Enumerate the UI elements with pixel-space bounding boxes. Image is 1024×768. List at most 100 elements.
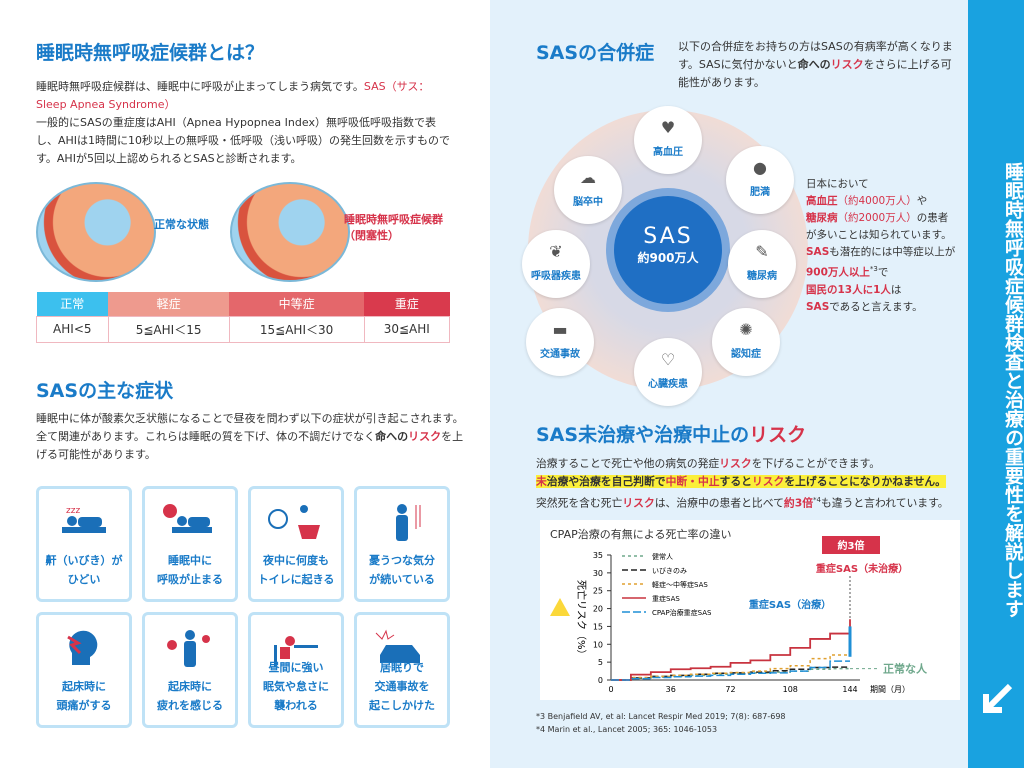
risk-l2: 未 bbox=[536, 475, 547, 488]
normal-annotation: 正常な人 bbox=[883, 662, 928, 676]
symptom-card: 睡眠中に呼吸が止まる bbox=[142, 486, 238, 602]
severity-value: 30≦AHI bbox=[363, 315, 451, 343]
comorbidity-icon: ❦ bbox=[549, 242, 563, 261]
severity-header: 軽症 bbox=[108, 292, 230, 316]
risk-l3: リスク bbox=[622, 496, 655, 510]
symptom-label-line: 鼾（いびき）が bbox=[45, 554, 123, 567]
symptom-label-line: ひどい bbox=[67, 573, 101, 586]
severity-value: 15≦AHI＜30 bbox=[228, 315, 365, 343]
x-tick-label: 72 bbox=[725, 685, 735, 694]
chart-title: CPAP治療の有無による死亡率の違い bbox=[550, 527, 731, 541]
comorbidity-item: ✎ 糖尿病 bbox=[728, 230, 796, 298]
note-text: SAS bbox=[806, 246, 830, 258]
y-tick-label: 0 bbox=[598, 676, 603, 685]
symptom-label: 起床時に頭痛がする bbox=[39, 677, 129, 715]
risk-l1: を下げることができます。 bbox=[751, 457, 881, 470]
risk-l2: すると bbox=[719, 475, 752, 488]
comorbidity-title: SASの合併症 bbox=[536, 42, 655, 64]
badge-bg bbox=[822, 536, 880, 554]
y-tick-label: 20 bbox=[593, 605, 603, 614]
comorbidity-label: 認知症 bbox=[731, 349, 761, 360]
y-tick-label: 25 bbox=[593, 587, 603, 596]
comorbidity-label: 呼吸器疾患 bbox=[531, 271, 581, 282]
severity-header: 重症 bbox=[364, 292, 450, 316]
about-text: 睡眠時無呼吸症候群は、睡眠中に呼吸が止まってしまう病気です。SAS（サス：Sle… bbox=[36, 78, 456, 168]
symptom-label: 睡眠中に呼吸が止まる bbox=[145, 551, 235, 589]
svg-text:zzz: zzz bbox=[66, 506, 80, 516]
comorbidity-label: 心臓疾患 bbox=[648, 379, 688, 390]
symptom-card: 昼間に強い眠気や怠さに襲われる bbox=[248, 612, 344, 728]
symptoms-text: 睡眠中に体が酸素欠乏状態になることで昼夜を問わず以下の症状が引き起こされます。全… bbox=[36, 410, 466, 464]
risk-l3: *4 bbox=[813, 496, 821, 504]
symptom-icon bbox=[268, 505, 320, 539]
symptom-label-line: 眠気や怠さに bbox=[263, 680, 329, 693]
symptom-label-line: 昼間に強い bbox=[268, 661, 324, 674]
life-text: 命への bbox=[797, 58, 831, 71]
arrow-down-left-icon bbox=[983, 683, 1013, 713]
normal-airway-image bbox=[36, 182, 156, 282]
comorbidity-icon: ♥ bbox=[660, 118, 676, 137]
comorbidity-item: ●肥満 bbox=[726, 146, 794, 214]
risk-l3: は、治療中の患者と比べて bbox=[654, 496, 784, 510]
symptom-label-line: 起床時に bbox=[62, 680, 106, 693]
symptom-label: 鼾（いびき）がひどい bbox=[39, 551, 129, 589]
y-tick-label: 15 bbox=[593, 622, 603, 631]
symptoms-p1d: を上げる可能性があります。 bbox=[36, 430, 464, 461]
x-tick-label: 0 bbox=[608, 685, 613, 694]
risk-l3: も違うと言われています。 bbox=[820, 496, 949, 510]
comorbidity-icon: ✎ bbox=[755, 242, 769, 261]
symptom-label-line: 呼吸が止まる bbox=[157, 573, 223, 586]
note-text: も潜在的には中等症以上が bbox=[829, 246, 956, 258]
symptom-label-line: 起こしかけた bbox=[369, 699, 435, 712]
sas-airway-image bbox=[230, 182, 350, 282]
comorbidity-item: ♡心臓疾患 bbox=[634, 338, 702, 406]
y-tick-label: 5 bbox=[598, 658, 603, 667]
note-text: （約2000万人） bbox=[837, 212, 917, 224]
about-title: 睡眠時無呼吸症候群とは？ bbox=[36, 42, 265, 64]
note-text: 国民の13人に1人 bbox=[806, 283, 891, 296]
symptom-icon bbox=[167, 630, 210, 667]
references: *3 Benjafield AV, et al: Lancet Respir M… bbox=[536, 710, 786, 736]
legend-label: 健常人 bbox=[652, 552, 673, 561]
note-text: であると言えます。 bbox=[829, 300, 923, 313]
comorb-p1d: をさらに上げる可能性があります。 bbox=[678, 58, 952, 89]
symptoms-title: SASの主な症状 bbox=[36, 380, 174, 402]
series-line bbox=[611, 619, 851, 681]
comorbidity-item: ✺認知症 bbox=[712, 308, 780, 376]
note-text: や bbox=[916, 195, 928, 207]
symptom-label-line: 夜中に何度も bbox=[263, 554, 329, 567]
comorbidity-item: ▬交通事故 bbox=[526, 308, 594, 376]
symptoms-p1: 睡眠中に体が酸素欠乏状態になることで昼夜を問わず以下の症状が引き起こされます。全… bbox=[36, 412, 464, 443]
comorbidity-label: 脳卒中 bbox=[573, 197, 603, 208]
note-text: の患者が多いことは知られています。 bbox=[806, 212, 952, 241]
symptom-icon bbox=[67, 630, 98, 665]
symptom-icon bbox=[375, 629, 420, 663]
symptom-card: 起床時に疲れを感じる bbox=[142, 612, 238, 728]
reference: *4 Marin et al., Lancet 2005; 365: 1046-… bbox=[536, 725, 718, 734]
reference: *3 Benjafield AV, et al: Lancet Respir M… bbox=[536, 712, 786, 721]
comorbidity-label: 交通事故 bbox=[540, 349, 580, 360]
severity-header: 中等症 bbox=[229, 292, 365, 316]
symptom-label-line: 襲われる bbox=[274, 699, 318, 712]
note-text: SAS bbox=[806, 300, 830, 313]
note-text: *3 bbox=[869, 265, 878, 273]
symptom-card: zzz 鼾（いびき）がひどい bbox=[36, 486, 132, 602]
untreated-annotation: 重症SAS（未治療） bbox=[816, 562, 908, 575]
note-text: 900万人以上 bbox=[806, 266, 870, 279]
severity-header: 正常 bbox=[36, 292, 109, 316]
risk-l2: 治療や治療を自己判断で bbox=[546, 475, 666, 488]
comorbidity-label: 糖尿病 bbox=[747, 271, 777, 282]
comorbidity-icon: ☁ bbox=[580, 168, 596, 187]
note-text: （約4000万人） bbox=[837, 195, 917, 207]
x-tick-label: 36 bbox=[666, 685, 676, 694]
sas-label: 睡眠時無呼吸症候群（閉塞性） bbox=[344, 212, 443, 244]
comorbidity-item: ☁ 脳卒中 bbox=[554, 156, 622, 224]
life-text: 命への bbox=[375, 430, 409, 443]
comorbidity-text: 以下の合併症をお持ちの方はSASの有病率が高くなります。SASに気付かないと命へ… bbox=[678, 38, 958, 92]
y-tick-label: 30 bbox=[593, 569, 603, 578]
symptom-label-line: トイレに起きる bbox=[257, 573, 335, 586]
normal-label: 正常な状態 bbox=[154, 218, 209, 231]
symptom-label-line: 睡眠中に bbox=[168, 554, 212, 567]
symptom-label: 起床時に疲れを感じる bbox=[145, 677, 235, 715]
symptom-label-line: が続いている bbox=[369, 573, 435, 586]
